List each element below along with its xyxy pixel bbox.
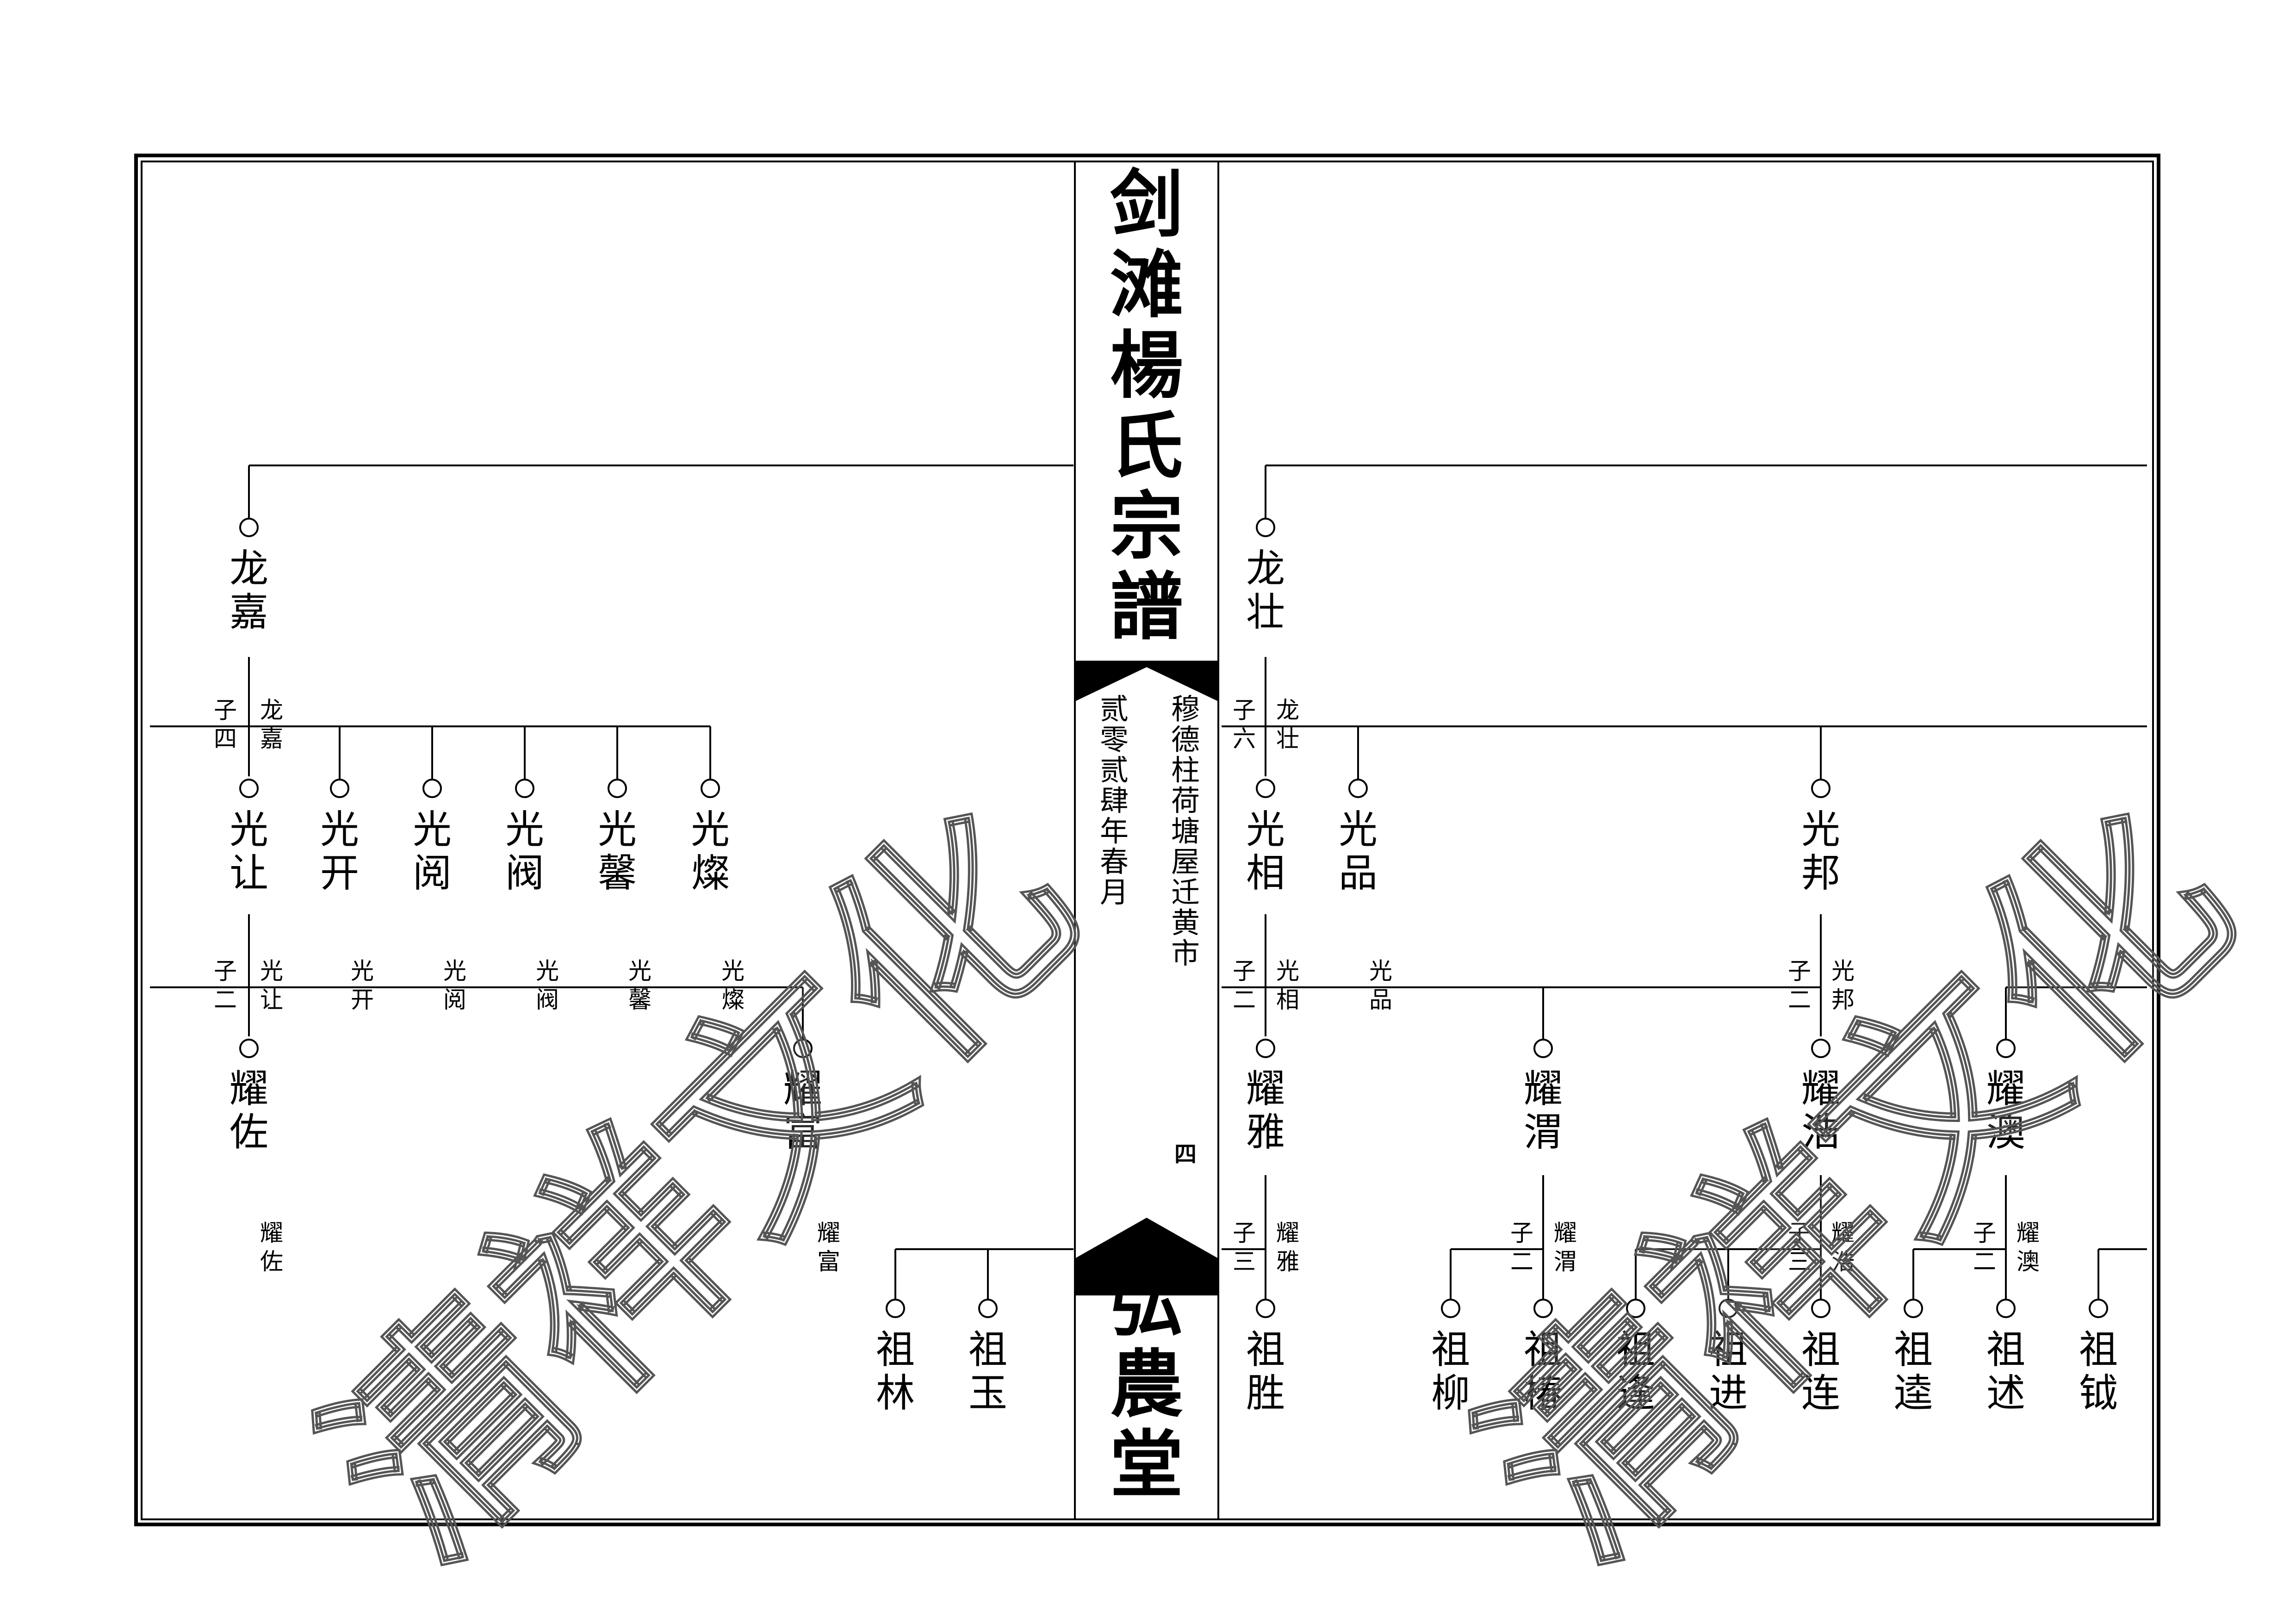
person-node [1811,779,1831,798]
parent-annotation: 光阅 [443,958,466,1013]
person-node [515,779,534,798]
person-node [1256,1039,1275,1058]
sons-count: 子二 [214,958,237,1013]
person-name: 龙嘉 [229,546,268,635]
spine-fishtail-bottom [1075,1218,1218,1295]
person-name: 光相 [1246,807,1285,896]
page-number: 四 [1174,1141,1197,1167]
parent-annotation: 光邦 [1831,958,1855,1013]
person-name: 祖连 [1801,1327,1840,1416]
person-name: 耀浩 [1801,1066,1840,1155]
person-node [1256,518,1275,537]
person-node [1348,779,1368,798]
sons-count: 子二 [1788,958,1811,1013]
person-name: 祖玉 [968,1327,1007,1416]
person-name: 光开 [320,807,359,896]
person-node [1996,1039,2016,1058]
parent-annotation: 光品 [1369,958,1392,1013]
person-node [2089,1299,2108,1318]
person-node [1256,779,1275,798]
person-name: 祖椿 [1523,1327,1563,1416]
person-node [1719,1299,1738,1318]
person-name: 光邦 [1801,807,1840,896]
person-node [1811,1039,1831,1058]
person-node [793,1039,813,1058]
parent-annotation: 光燦 [721,958,745,1013]
person-node [330,779,349,798]
parent-annotation: 耀浩 [1831,1220,1855,1275]
person-node [239,779,259,798]
parent-annotation: 耀雅 [1276,1220,1299,1275]
hall-name: 弘農堂 [1110,1261,1183,1508]
sons-count: 子三 [1788,1220,1811,1275]
sons-count: 子二 [1233,958,1256,1013]
person-node [1441,1299,1460,1318]
parent-annotation: 耀佐 [260,1220,283,1275]
person-name: 祖逢 [1616,1327,1655,1416]
person-name: 耀佐 [229,1066,268,1155]
person-name: 光燦 [690,807,730,896]
person-name: 耀富 [783,1066,822,1155]
person-name: 祖逵 [1893,1327,1933,1416]
person-node [1533,1299,1553,1318]
person-node [239,1039,259,1058]
person-name: 光阀 [505,807,544,896]
person-node [886,1299,905,1318]
parent-annotation: 龙嘉 [260,697,283,752]
parent-annotation: 耀富 [817,1220,840,1275]
parent-annotation: 光馨 [628,958,652,1013]
parent-annotation: 光相 [1276,958,1299,1013]
page-inner-border [141,161,2154,1520]
person-node [608,779,627,798]
person-name: 龙壮 [1246,546,1285,635]
person-node [239,518,259,537]
person-node [422,779,442,798]
person-name: 祖钺 [2079,1327,2118,1416]
sons-count: 子三 [1233,1220,1256,1275]
spine-place: 穆德柱荷塘屋迁黄市 [1171,692,1200,970]
person-node [1533,1039,1553,1058]
person-name: 光让 [229,807,268,896]
parent-annotation: 耀澳 [2017,1220,2040,1275]
person-name: 祖柳 [1431,1327,1470,1416]
spine-date: 贰零贰肆年春月 [1099,692,1129,909]
person-node [1904,1299,1923,1318]
person-name: 耀雅 [1246,1066,1285,1155]
person-node [1256,1299,1275,1318]
person-node [978,1299,998,1318]
person-name: 光阅 [412,807,452,896]
parent-annotation: 龙壮 [1276,697,1299,752]
person-node [1811,1299,1831,1318]
person-name: 祖林 [875,1327,915,1416]
person-name: 祖述 [1986,1327,2025,1416]
spine-fishtail-top [1075,661,1218,701]
person-name: 光品 [1338,807,1378,896]
person-name: 光馨 [597,807,637,896]
person-node [1996,1299,2016,1318]
book-title: 剑滩楊氏宗譜 [1110,162,1183,650]
parent-annotation: 耀渭 [1554,1220,1577,1275]
sons-count: 子六 [1233,697,1256,752]
sons-count: 子二 [1510,1220,1533,1275]
person-node [1626,1299,1645,1318]
parent-annotation: 光开 [351,958,374,1013]
person-node [701,779,720,798]
person-name: 祖进 [1708,1327,1748,1416]
page-outer-border [134,154,2160,1526]
sons-count: 子二 [1973,1220,1996,1275]
person-name: 祖胜 [1246,1327,1285,1416]
parent-annotation: 光让 [260,958,283,1013]
parent-annotation: 光阀 [536,958,559,1013]
person-name: 耀澳 [1986,1066,2025,1155]
sons-count: 子四 [214,697,237,752]
person-name: 耀渭 [1523,1066,1563,1155]
